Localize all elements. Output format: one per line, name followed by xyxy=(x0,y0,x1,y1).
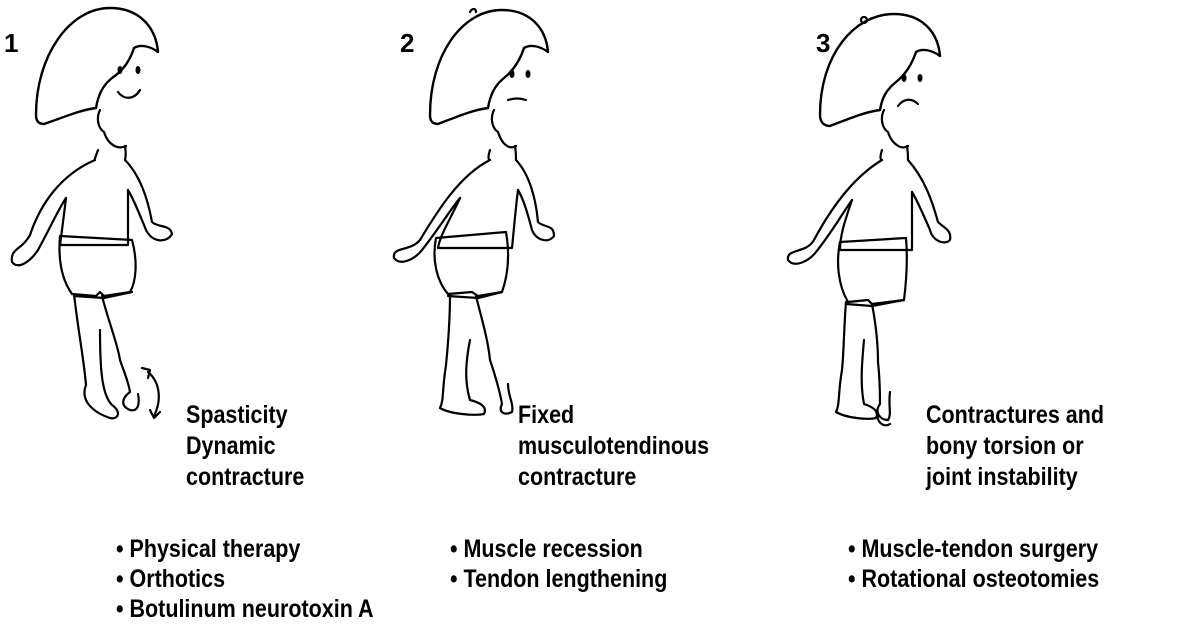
stage-title-line: contracture xyxy=(518,462,709,493)
treatment-item: Muscle recession xyxy=(450,534,667,564)
hair xyxy=(430,10,548,124)
stage-2-child-illustration xyxy=(390,0,780,440)
stage-1-treatments: Physical therapy Orthotics Botulinum neu… xyxy=(116,534,374,624)
treatment-item: Tendon lengthening xyxy=(450,564,667,594)
stage-3-treatments: Muscle-tendon surgery Rotational osteoto… xyxy=(848,534,1099,594)
stage-1-panel: 1 Spasticity Dynamic contracture Physica… xyxy=(0,0,390,634)
stage-1-child-illustration xyxy=(0,0,390,440)
stage-title-line: musculotendinous xyxy=(518,431,709,462)
stage-title-line: Dynamic xyxy=(186,431,304,462)
treatment-item: Orthotics xyxy=(116,564,374,594)
stage-title-line: contracture xyxy=(186,462,304,493)
hair xyxy=(820,14,940,126)
shorts xyxy=(435,232,509,296)
smile-mouth xyxy=(118,90,140,98)
treatment-item: Botulinum neurotoxin A xyxy=(116,594,374,624)
stage-2-title: Fixed musculotendinous contracture xyxy=(518,400,709,493)
stage-3-panel: 3 Contractures and bony torsion or joint… xyxy=(780,0,1182,634)
hair xyxy=(36,8,158,124)
treatment-item: Muscle-tendon surgery xyxy=(848,534,1099,564)
stage-3-title: Contractures and bony torsion or joint i… xyxy=(926,400,1104,493)
stage-3-child-illustration xyxy=(780,0,1182,440)
stage-title-line: bony torsion or xyxy=(926,431,1104,462)
stage-2-treatments: Muscle recession Tendon lengthening xyxy=(450,534,667,594)
treatment-item: Physical therapy xyxy=(116,534,374,564)
stage-title-line: Contractures and xyxy=(926,400,1104,431)
stage-title-line: joint instability xyxy=(926,462,1104,493)
stage-2-panel: 2 Fixed musculotendinous contracture Mus… xyxy=(390,0,780,634)
flat-mouth xyxy=(508,99,526,101)
stage-title-line: Fixed xyxy=(518,400,709,431)
stage-1-title: Spasticity Dynamic contracture xyxy=(186,400,304,493)
stage-title-line: Spasticity xyxy=(186,400,304,431)
shorts xyxy=(838,238,907,304)
treatment-item: Rotational osteotomies xyxy=(848,564,1099,594)
frown-mouth xyxy=(898,100,918,106)
